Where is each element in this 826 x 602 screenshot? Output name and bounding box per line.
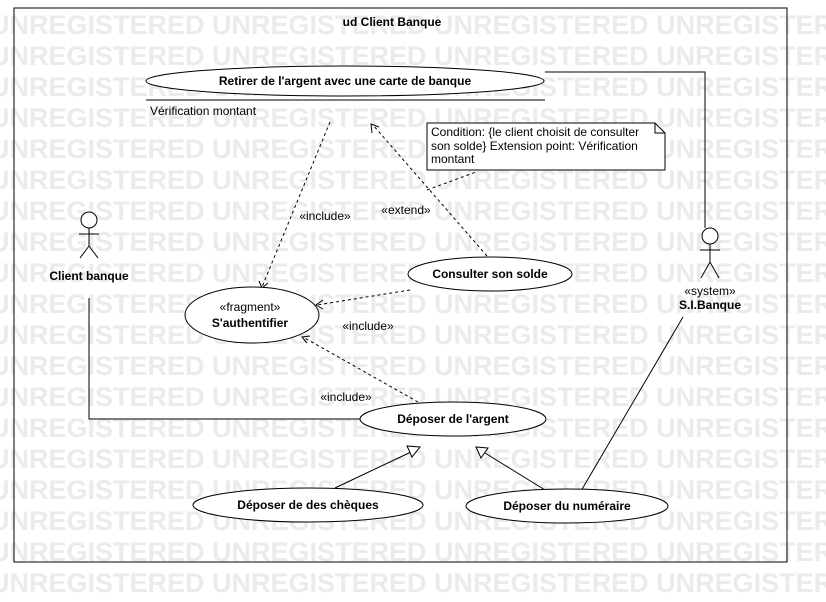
actor-system-stereotype: «system» bbox=[684, 284, 736, 298]
use-case-numeraire[interactable]: Déposer du numéraire bbox=[465, 488, 669, 524]
include-consulter-authentifier bbox=[316, 289, 411, 306]
use-case-authentifier[interactable]: «fragment» S'authentifier bbox=[184, 286, 320, 344]
watermark-text: UNREGISTERED UNREGISTERED UNREGISTERED U… bbox=[0, 351, 826, 381]
watermark-text: UNREGISTERED UNREGISTERED UNREGISTERED U… bbox=[0, 10, 826, 40]
use-case-deposer[interactable]: Déposer de l'argent bbox=[359, 401, 547, 437]
use-case-ellipse bbox=[407, 256, 573, 292]
use-case-retirer-label: Retirer de l'argent avec une carte de ba… bbox=[219, 74, 472, 88]
note-fold bbox=[654, 123, 665, 134]
extension-point-label: Vérification montant bbox=[150, 104, 257, 118]
include-label: «include» bbox=[320, 390, 372, 404]
generalization-numeraire bbox=[484, 452, 546, 491]
use-case-authentifier-label: S'authentifier bbox=[212, 316, 289, 330]
note-line: Condition: {le client choisit de consult… bbox=[431, 125, 639, 139]
use-case-ellipse bbox=[184, 286, 320, 344]
note-line: son solde} Extension point: Vérification bbox=[431, 139, 638, 153]
actor-client[interactable]: Client banque bbox=[49, 211, 129, 283]
note-anchor bbox=[426, 171, 477, 191]
use-case-deposer-label: Déposer de l'argent bbox=[397, 412, 509, 426]
use-case-ellipse bbox=[192, 487, 424, 523]
include-label: «include» bbox=[342, 319, 394, 333]
note-box bbox=[426, 122, 666, 171]
extend-label: «extend» bbox=[381, 203, 431, 217]
generalization-arrowhead bbox=[406, 445, 421, 458]
watermark-text: UNREGISTERED UNREGISTERED UNREGISTERED U… bbox=[0, 134, 826, 164]
arrowhead bbox=[301, 335, 311, 344]
extend-consulter-retirer bbox=[372, 124, 488, 257]
use-case-ellipse bbox=[465, 488, 669, 524]
diagram-frame bbox=[13, 7, 788, 563]
association-system-retirer bbox=[545, 71, 706, 228]
use-case-stereotype: «fragment» bbox=[220, 300, 281, 314]
use-case-cheques-label: Déposer de des chèques bbox=[237, 498, 379, 512]
watermark-text: UNREGISTERED UNREGISTERED UNREGISTERED U… bbox=[0, 103, 826, 133]
association-client-deposer bbox=[88, 298, 360, 420]
association-system-numeraire bbox=[580, 316, 684, 492]
use-case-ellipse bbox=[359, 401, 547, 437]
use-case-ellipse bbox=[145, 65, 545, 97]
include-deposer-authentifier bbox=[302, 336, 419, 403]
actor-system[interactable]: «system» S.I.Banque bbox=[679, 227, 741, 312]
watermark-text: UNREGISTERED UNREGISTERED UNREGISTERED U… bbox=[0, 568, 826, 598]
watermark-text: UNREGISTERED UNREGISTERED UNREGISTERED U… bbox=[0, 320, 826, 350]
arrowhead bbox=[370, 123, 380, 134]
generalization-cheques bbox=[334, 451, 412, 489]
use-case-consulter[interactable]: Consulter son solde bbox=[407, 256, 573, 292]
actor-stick-figure-icon bbox=[700, 227, 720, 279]
frame-title: ud Client Banque bbox=[343, 15, 442, 29]
watermark-text: UNREGISTERED UNREGISTERED UNREGISTERED U… bbox=[0, 289, 826, 319]
note-line: montant bbox=[431, 152, 475, 166]
actor-stick-figure-icon bbox=[79, 211, 99, 259]
watermark-text: UNREGISTERED UNREGISTERED UNREGISTERED U… bbox=[0, 165, 826, 195]
constraint-note[interactable]: Condition: {le client choisit de consult… bbox=[426, 122, 666, 171]
watermark-text: UNREGISTERED UNREGISTERED UNREGISTERED U… bbox=[0, 599, 826, 602]
use-case-retirer[interactable]: Retirer de l'argent avec une carte de ba… bbox=[145, 65, 545, 118]
generalization-arrowhead bbox=[475, 446, 489, 460]
watermark-text: UNREGISTERED UNREGISTERED UNREGISTERED U… bbox=[0, 227, 826, 257]
arrowhead bbox=[315, 299, 324, 310]
actor-system-label: S.I.Banque bbox=[679, 298, 741, 312]
watermark-text: UNREGISTERED UNREGISTERED UNREGISTERED U… bbox=[0, 41, 826, 71]
use-case-consulter-label: Consulter son solde bbox=[432, 267, 548, 281]
use-case-numeraire-label: Déposer du numéraire bbox=[503, 499, 631, 513]
use-case-cheques[interactable]: Déposer de des chèques bbox=[192, 487, 424, 523]
actor-client-label: Client banque bbox=[49, 269, 129, 283]
watermark-text: UNREGISTERED UNREGISTERED UNREGISTERED U… bbox=[0, 196, 826, 226]
include-label: «include» bbox=[299, 209, 351, 223]
